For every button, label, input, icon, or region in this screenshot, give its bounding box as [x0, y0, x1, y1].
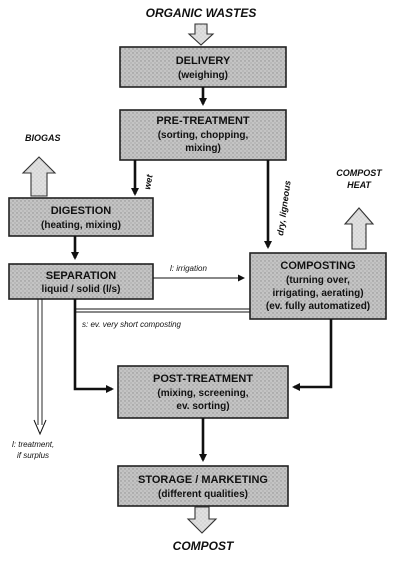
delivery-subtitle: (weighing)	[178, 70, 228, 81]
compost-heat-label-line1: COMPOST	[336, 168, 383, 178]
arrow-separation-to-posttreatment	[73, 299, 114, 393]
storage-marketing-subtitle: (different qualities)	[158, 489, 248, 500]
posttreatment-title: POST-TREATMENT	[153, 373, 253, 385]
posttreatment-box: POST-TREATMENT (mixing, screening, ev. s…	[117, 365, 289, 419]
irrigation-label: l: irrigation	[170, 264, 207, 273]
compost-heat-hollow-arrow	[343, 207, 375, 250]
treatment-surplus-arrowhead	[33, 419, 47, 436]
input-hollow-arrow	[187, 23, 215, 46]
composting-box: COMPOSTING (turning over, irrigating, ae…	[249, 252, 387, 320]
posttreatment-subtitle-line2: ev. sorting)	[176, 401, 229, 412]
organic-wastes-label: ORGANIC WASTES	[146, 6, 257, 20]
pretreatment-title: PRE-TREATMENT	[156, 115, 250, 127]
posttreatment-subtitle-line1: (mixing, screening,	[157, 388, 248, 399]
wet-label: wet	[142, 173, 155, 190]
storage-marketing-title: STORAGE / MARKETING	[138, 474, 268, 486]
arrow-composting-to-posttreatment	[292, 319, 333, 391]
digestion-subtitle: (heating, mixing)	[41, 220, 121, 231]
pretreatment-subtitle-line1: (sorting, chopping,	[158, 130, 249, 141]
pretreatment-subtitle-line2: mixing)	[185, 143, 221, 154]
separation-subtitle: liquid / solid (l/s)	[42, 284, 121, 295]
separation-box: SEPARATION liquid / solid (l/s)	[8, 263, 154, 300]
output-hollow-arrow	[186, 506, 218, 534]
digestion-title: DIGESTION	[51, 205, 112, 217]
storage-marketing-box: STORAGE / MARKETING (different qualities…	[117, 465, 289, 507]
treatment-label-line1: l: treatment,	[12, 440, 54, 449]
composting-subtitle-line3: (ev. fully automatized)	[266, 301, 370, 312]
digestion-box: DIGESTION (heating, mixing)	[8, 197, 154, 237]
dry-ligneous-label: dry, ligneous	[275, 180, 293, 237]
treatment-label-line2: if surplus	[17, 451, 49, 460]
short-composting-label: s: ev. very short composting	[82, 320, 182, 329]
delivery-title: DELIVERY	[176, 55, 231, 67]
delivery-box: DELIVERY (weighing)	[119, 46, 287, 88]
composting-subtitle-line2: irrigating, aerating)	[272, 288, 363, 299]
pretreatment-box: PRE-TREATMENT (sorting, chopping, mixing…	[119, 109, 287, 161]
composting-title: COMPOSTING	[280, 260, 355, 272]
biogas-hollow-arrow	[21, 156, 57, 197]
biogas-label: BIOGAS	[25, 133, 61, 143]
separation-title: SEPARATION	[46, 270, 117, 282]
composting-subtitle-line1: (turning over,	[286, 275, 350, 286]
compost-label: COMPOST	[173, 539, 235, 553]
compost-heat-label-line2: HEAT	[347, 180, 372, 190]
